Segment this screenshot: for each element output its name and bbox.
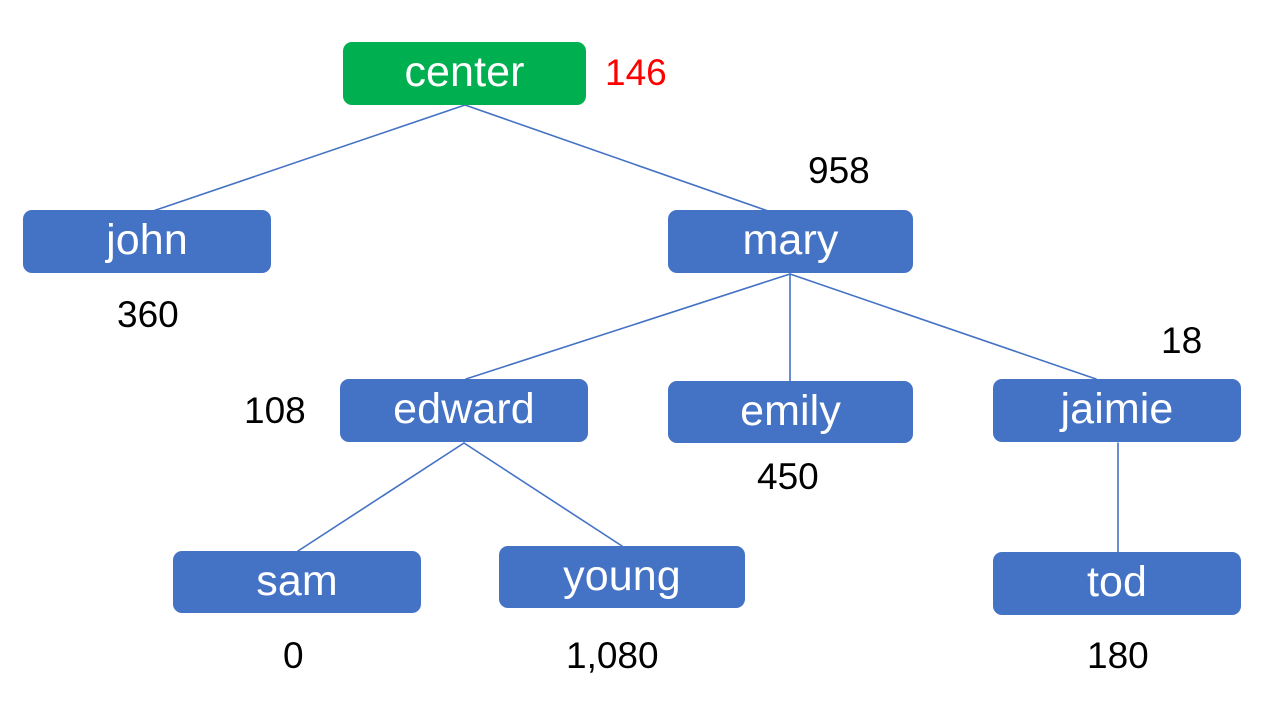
value-mary: 958 [808, 150, 870, 191]
node-center-label: center [404, 48, 525, 96]
node-sam[interactable]: sam [173, 551, 421, 613]
value-edward: 108 [244, 390, 306, 431]
edge-mary-jaimie [789, 273, 1097, 380]
edge-center-john [152, 104, 466, 212]
value-center: 146 [605, 52, 667, 93]
node-emily-label: emily [740, 386, 841, 435]
edge-edward-young [463, 442, 623, 547]
edge-center-mary [464, 104, 769, 212]
node-jaimie-label: jaimie [1060, 385, 1174, 433]
value-young: 1,080 [566, 635, 659, 676]
value-emily: 450 [757, 456, 819, 497]
value-jaimie: 18 [1161, 320, 1203, 361]
node-mary[interactable]: mary [668, 210, 913, 273]
node-emily[interactable]: emily [668, 381, 913, 443]
node-edward-label: edward [393, 385, 535, 433]
value-john: 360 [117, 294, 179, 335]
node-sam-label: sam [256, 556, 338, 605]
edge-mary-edward [465, 273, 791, 380]
node-young-label: young [563, 551, 681, 600]
node-center[interactable]: center [343, 42, 586, 105]
edge-edward-sam [297, 442, 465, 552]
value-tod: 180 [1087, 635, 1149, 676]
node-jaimie[interactable]: jaimie [993, 379, 1241, 442]
value-sam: 0 [283, 635, 304, 676]
node-mary-label: mary [742, 216, 839, 264]
node-john[interactable]: john [23, 210, 271, 273]
node-john-label: john [106, 216, 188, 264]
node-tod-label: tod [1086, 558, 1148, 606]
node-edward[interactable]: edward [340, 379, 588, 442]
node-tod[interactable]: tod [993, 552, 1241, 615]
node-young[interactable]: young [499, 546, 745, 608]
